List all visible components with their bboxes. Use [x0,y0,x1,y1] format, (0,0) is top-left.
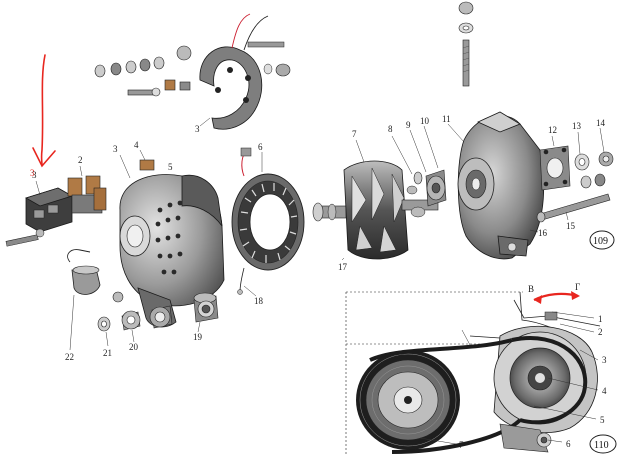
brushes-part [67,165,107,214]
callout-3-brush-holder: 3 [32,170,37,180]
mounting-screw-left [5,228,45,247]
figure-110-frame [345,291,523,455]
stator-part [231,147,305,297]
fig110-callout-6: 6 [566,439,571,449]
callout-11: 11 [442,114,451,124]
figure-109: 3 3 2 22 [5,1,615,362]
mounting-plate-part [539,127,614,191]
fig110-callout-7: 7 [459,440,464,450]
direction-label-b: B [528,284,534,294]
top-adjusting-bolt [458,1,474,87]
red-annotation-label: 3 [30,168,35,178]
figure-109-label: 109 [593,236,608,247]
hardware-row-top [94,45,192,97]
rotor-part [312,139,439,261]
fig110-callout-1: 1 [598,314,603,324]
fig110-callout-4: 4 [602,386,607,396]
callout-3-cover: 3 [113,144,118,154]
callout-13: 13 [572,121,582,131]
callout-17: 17 [338,262,348,272]
callout-12: 12 [548,125,557,135]
bushings-part [97,291,173,347]
direction-label-g: Г [575,282,580,292]
callout-15: 15 [566,221,576,231]
callout-22-capacitor: 22 [65,352,74,362]
shaft-hardware-parts [391,125,447,207]
callout-3-rectifier: 3 [195,124,200,134]
callout-9: 9 [406,120,411,130]
rectifier-plate-part [199,13,291,130]
pivot-bolt [499,423,552,453]
callout-19: 19 [193,332,203,342]
brush-holder-part [25,180,73,233]
callout-2-brushes: 2 [78,155,83,165]
small-brush-part [139,149,155,171]
front-housing-part [447,111,545,260]
bearing-sleeve-part [193,292,219,333]
callout-14: 14 [596,118,606,128]
callout-21: 21 [103,348,112,358]
callout-6: 6 [258,142,263,152]
callout-10: 10 [420,116,430,126]
callout-7: 7 [352,129,357,139]
red-annotation-arrow [32,54,56,168]
callout-8: 8 [388,124,393,134]
capacitor-part [67,249,101,351]
callout-20: 20 [129,342,139,352]
figure-110-label: 110 [594,440,609,451]
callout-5: 5 [168,162,173,172]
callout-16: 16 [538,228,548,238]
figure-110: B Г [345,282,617,455]
callout-4: 4 [134,140,139,150]
figure-number-110: 110 [589,434,617,454]
figure-110-leaders [419,311,599,445]
callout-18: 18 [254,296,264,306]
fig110-callout-5: 5 [600,415,605,425]
figure-number-109: 109 [589,230,615,250]
long-bolt-part [536,193,611,223]
fig110-callout-2: 2 [598,327,603,337]
fig110-callout-3: 3 [602,355,607,365]
crank-pulley [356,350,460,450]
adjust-direction-arrow [533,291,580,304]
